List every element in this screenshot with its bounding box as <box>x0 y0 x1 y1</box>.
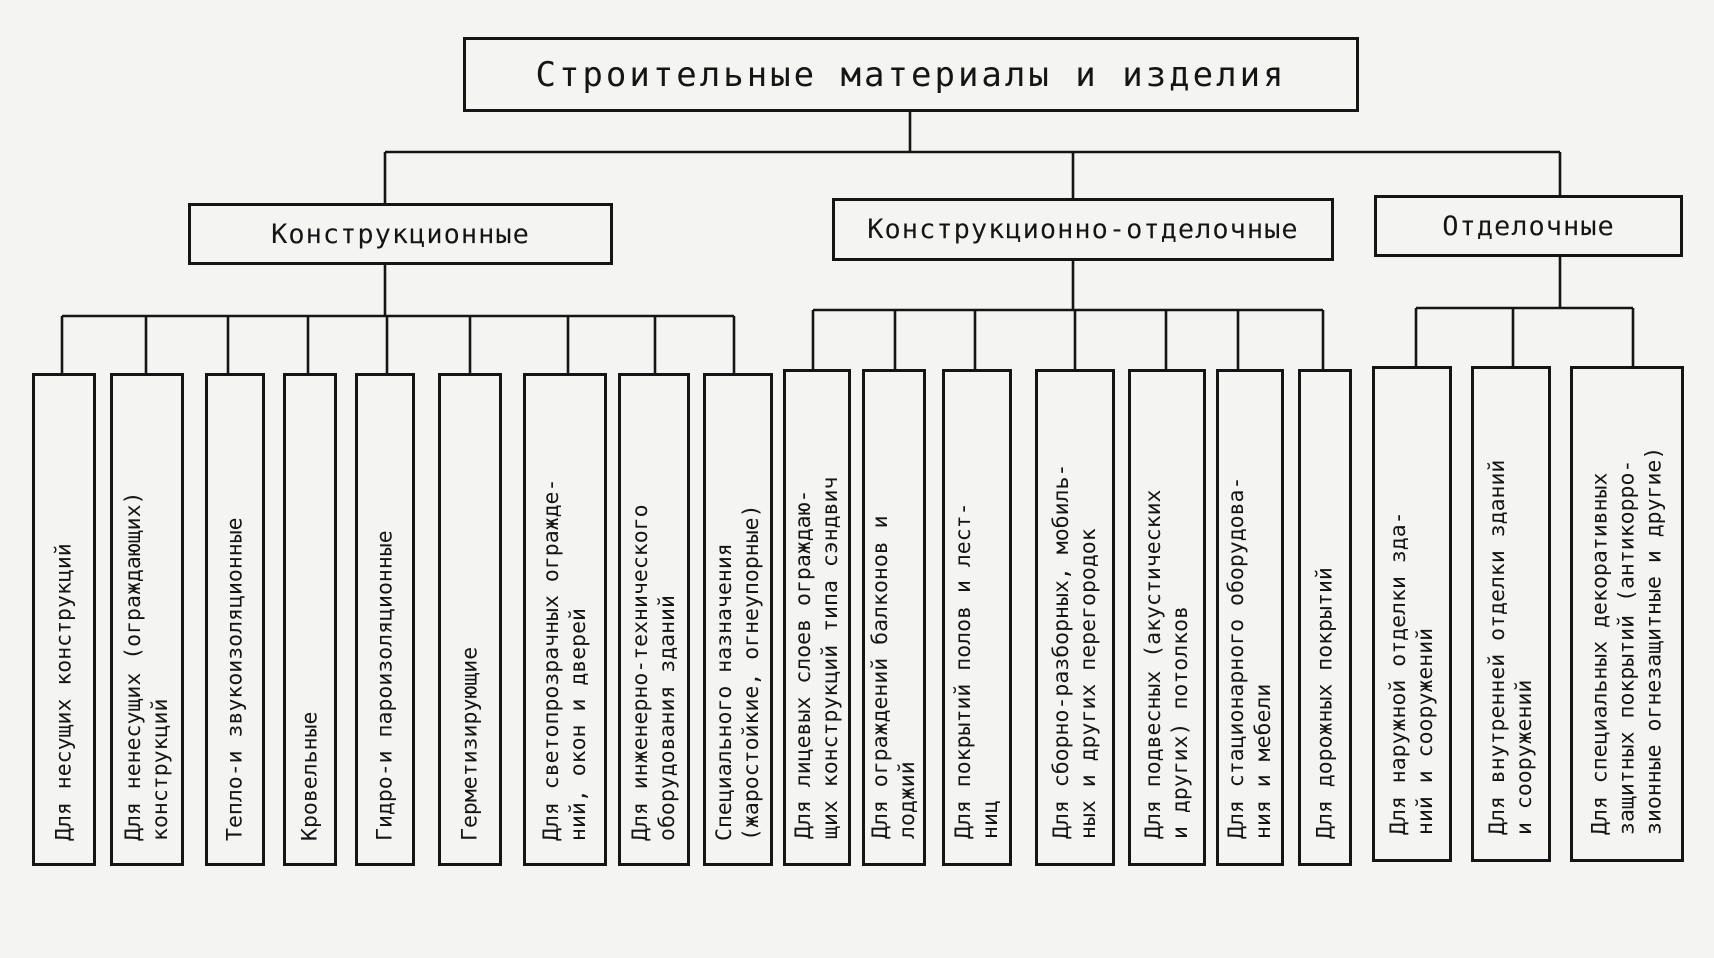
leaf-box: Для внутренней отделки зданий и сооружен… <box>1471 366 1551 862</box>
leaf-box: Для покрытий полов и лест- ниц <box>942 369 1012 866</box>
leaf-label: Для покрытий полов и лест- ниц <box>951 501 1003 839</box>
leaf-box: Для специальных декоративных защитных по… <box>1570 366 1684 862</box>
category-structural-finishing-title: Конструкционно-отделочные <box>867 214 1299 245</box>
leaf-box: Тепло-и звукоизоляционные <box>205 373 265 866</box>
leaf-box: Для ненесущих (ограждающих) конструкций <box>110 373 184 866</box>
leaf-label: Для светопрозрачных огражде- ний, окон и… <box>539 478 591 841</box>
leaf-label: Тепло-и звукоизоляционные <box>222 516 248 841</box>
leaf-label: Для стационарного оборудова- ния и мебел… <box>1224 476 1276 839</box>
category-structural: Конструкционные <box>188 203 613 265</box>
leaf-label: Для сборно-разборных, мобиль- ных и друг… <box>1049 463 1101 839</box>
category-finishing-title: Отделочные <box>1442 210 1615 242</box>
leaf-box: Для ограждений балконов и лоджий <box>862 369 926 866</box>
leaf-label: Для несущих конструкций <box>51 542 77 841</box>
leaf-box: Для лицевых слоев ограждаю- щих конструк… <box>783 369 851 866</box>
leaf-box: Кровельные <box>283 373 337 866</box>
leaf-label: Для ограждений балконов и лоджий <box>868 514 920 839</box>
leaf-label: Для дорожных покрытий <box>1312 566 1338 839</box>
leaf-box: Гидро-и пароизоляционные <box>355 373 415 866</box>
leaf-label: Для наружной отделки зда- ний и сооружен… <box>1386 511 1438 835</box>
category-structural-finishing: Конструкционно-отделочные <box>832 198 1334 261</box>
leaf-box: Для инженерно-технического оборудования … <box>618 373 690 866</box>
leaf-box: Специального назначения (жаростойкие, ог… <box>703 373 773 866</box>
category-structural-title: Конструкционные <box>271 218 530 250</box>
leaf-box: Для дорожных покрытий <box>1298 369 1352 866</box>
leaf-label: Герметизирующие <box>457 646 483 841</box>
leaf-box: Для подвесных (акустических и других) по… <box>1128 369 1206 866</box>
leaf-label: Для инженерно-технического оборудования … <box>628 503 680 841</box>
leaf-box: Для светопрозрачных огражде- ний, окон и… <box>523 373 607 866</box>
leaf-label: Для ненесущих (ограждающих) конструкций <box>121 491 173 841</box>
leaf-box: Для наружной отделки зда- ний и сооружен… <box>1372 366 1452 862</box>
root-box: Строительные материалы и изделия <box>463 37 1359 112</box>
leaf-label: Для специальных декоративных защитных по… <box>1587 446 1667 835</box>
leaf-label: Кровельные <box>297 711 323 841</box>
leaf-box: Для сборно-разборных, мобиль- ных и друг… <box>1035 369 1115 866</box>
leaf-box: Для несущих конструкций <box>32 373 96 866</box>
category-finishing: Отделочные <box>1374 195 1683 257</box>
leaf-label: Гидро-и пароизоляционные <box>372 529 398 841</box>
leaf-label: Для подвесных (акустических и других) по… <box>1141 489 1193 839</box>
leaf-label: Для лицевых слоев ограждаю- щих конструк… <box>791 476 843 839</box>
leaf-box: Герметизирующие <box>438 373 502 866</box>
leaf-label: Для внутренней отделки зданий и сооружен… <box>1485 459 1537 835</box>
leaf-label: Специального назначения (жаростойкие, ог… <box>712 503 764 841</box>
leaf-box: Для стационарного оборудова- ния и мебел… <box>1216 369 1284 866</box>
root-title: Строительные материалы и изделия <box>535 54 1287 95</box>
